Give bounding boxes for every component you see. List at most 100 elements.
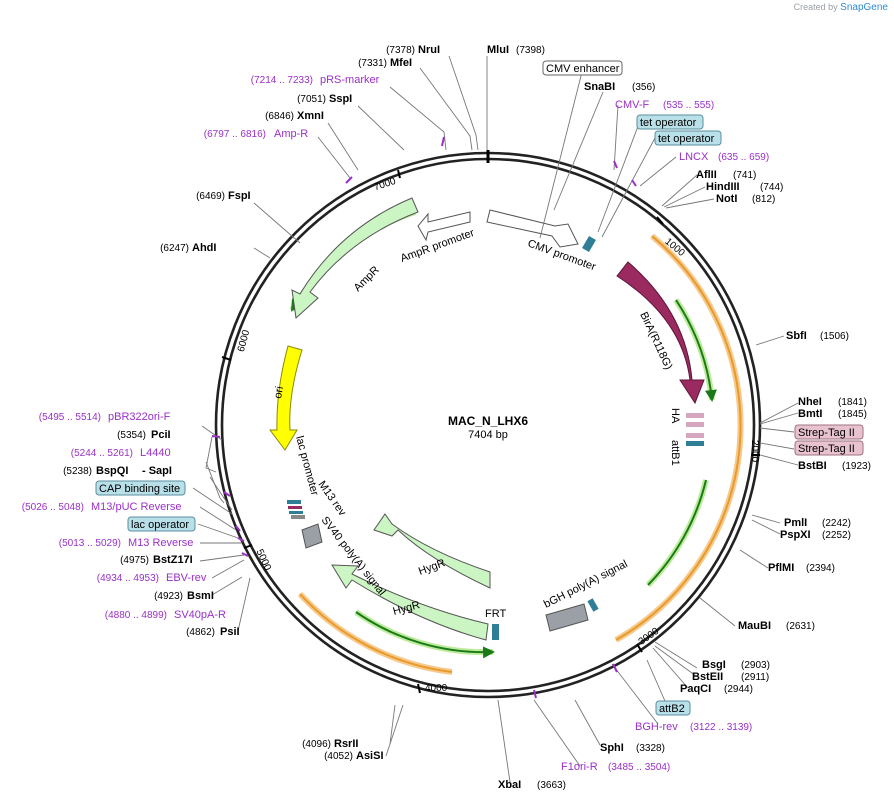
streptag-mark-1	[686, 422, 704, 427]
prs-marker-range: (7214 .. 7233)	[251, 75, 313, 86]
xbai-pos: (3663)	[537, 780, 566, 791]
bspqi-pos: (5238)	[63, 466, 92, 477]
pspxi-name: PspXI	[780, 529, 811, 541]
bgh-label: bGH poly(A) signal	[542, 558, 630, 611]
m13rev-range: (5013 .. 5029)	[59, 538, 121, 549]
bghrev-name: BGH-rev	[635, 721, 678, 733]
plasmid-size: 7404 bp	[468, 429, 508, 441]
nhei-name: NheI	[798, 396, 822, 408]
tick-7000: 7000	[373, 176, 398, 193]
maubi-pos: (2631)	[786, 621, 815, 632]
pcii-name: PciI	[151, 429, 171, 441]
ebv-range: (4934 .. 4953)	[97, 573, 159, 584]
lac-operator-label: lac operator	[131, 519, 189, 531]
nrui-pos: (7378)	[386, 45, 415, 56]
asisi-name: AsiSI	[356, 750, 384, 762]
lac-mark-2	[288, 506, 302, 509]
lac-mark-4	[291, 515, 305, 519]
cmv-enhancer-label: CMV enhancer	[546, 63, 620, 75]
pbr322ori-name: pBR322ori-F	[108, 411, 171, 423]
ampr-primer-range: (6797 .. 6816)	[204, 129, 266, 140]
enzyme-labels: (7378) NruI MluI (7398) (7331) MfeI (705…	[63, 44, 871, 791]
bstbi-name: BstBI	[798, 460, 827, 472]
bstbi-pos: (1923)	[842, 461, 871, 472]
nhei-pos: (1841)	[838, 397, 867, 408]
f1ori-name: F1ori-R	[561, 761, 598, 773]
tet-operator-label-1: tet operator	[640, 117, 697, 129]
tet-operator-label-2: tet operator	[658, 133, 715, 145]
ori-arrow	[269, 345, 303, 451]
asisi-pos: (4052)	[324, 751, 353, 762]
pspxi-pos: (2252)	[822, 530, 851, 541]
nrui-name: NruI	[418, 44, 440, 56]
ampr-arrow	[291, 197, 419, 320]
m13puc-name: M13/pUC Reverse	[91, 501, 181, 513]
hygr-arrow-2	[331, 564, 489, 641]
prs-marker-name: pRS-marker	[320, 74, 380, 86]
pmli-pos: (2242)	[822, 518, 851, 529]
pflmi-name: PflMI	[768, 562, 794, 574]
attb1-mark	[686, 441, 704, 446]
boxed-labels: CMV enhancer tet operator tet operator S…	[95, 60, 864, 716]
cmv-promoter-arrow	[486, 209, 579, 248]
frt-mark	[492, 624, 499, 640]
bgh-polya-box	[545, 603, 589, 632]
bstz17i-pos: (4975)	[120, 555, 149, 566]
bsmi-name: BsmI	[187, 590, 214, 602]
aflii-pos: (741)	[733, 170, 756, 181]
primer-labels: (7214 .. 7233) pRS-marker (6797 .. 6816)…	[22, 74, 769, 773]
hindiii-name: HindIII	[706, 181, 740, 193]
lncx-name: LNCX	[679, 151, 709, 163]
pflmi-pos: (2394)	[806, 563, 835, 574]
pcii-pos: (5354)	[117, 430, 146, 441]
f1-mark	[587, 598, 599, 612]
cap-binding-label: CAP binding site	[99, 483, 180, 495]
xbai-name: XbaI	[498, 779, 521, 791]
psii-name: PsiI	[220, 626, 240, 638]
aflii-name: AflII	[696, 169, 717, 181]
sphi-name: SphI	[600, 742, 624, 754]
mlui-name: MluI	[487, 44, 509, 56]
ha-label: HA	[669, 408, 681, 424]
ori-label: ori	[272, 385, 286, 399]
ampr-label: AmpR	[352, 264, 382, 294]
streptag-label-2: Strep-Tag II	[798, 443, 855, 455]
fspi-pos: (6469)	[196, 191, 225, 202]
mlui-pos: (7398)	[516, 45, 545, 56]
hygr-label-1: HygR	[417, 557, 447, 578]
frt-label: FRT	[485, 608, 506, 620]
m13rev-label: M13 rev	[316, 479, 349, 519]
ampr-primer-name: Amp-R	[274, 128, 308, 140]
m13rev-name: M13 Reverse	[128, 537, 193, 549]
streptag-mark-2	[686, 433, 704, 438]
watermark-brand: SnapGene	[840, 2, 888, 13]
bsteii-name: BstEII	[692, 671, 723, 683]
bmti-pos: (1845)	[838, 409, 867, 420]
leader-lines	[192, 55, 799, 783]
plasmid-name: MAC_N_LHX6	[448, 414, 528, 428]
sphi-pos: (3328)	[636, 743, 665, 754]
lac-mark-3	[289, 511, 303, 514]
ampr-promoter-label: AmpR promoter	[399, 227, 476, 265]
sbfi-name: SbfI	[786, 330, 807, 342]
tick-2000: 2000	[749, 440, 760, 463]
pbr322ori-range: (5495 .. 5514)	[39, 412, 101, 423]
bsmi-pos: (4923)	[154, 591, 183, 602]
bsgi-name: BsgI	[702, 659, 726, 671]
bira-arrow	[616, 261, 705, 405]
watermark: Created by SnapGene	[794, 2, 888, 13]
ebv-name: EBV-rev	[166, 572, 207, 584]
inner-features	[269, 197, 705, 641]
maubi-name: MauBI	[738, 620, 771, 632]
sv40-polya-box	[301, 523, 323, 549]
mfei-name: MfeI	[390, 57, 412, 69]
f1ori-range: (3485 .. 3504)	[608, 762, 670, 773]
psii-pos: (4862)	[186, 627, 215, 638]
bsteii-pos: (2911)	[741, 672, 769, 683]
paqci-pos: (2944)	[724, 684, 753, 695]
snabi-name: SnaBI	[584, 81, 615, 93]
lac-mark-1	[287, 500, 301, 504]
ha-tag	[686, 413, 704, 418]
sspi-pos: (7051)	[297, 94, 326, 105]
